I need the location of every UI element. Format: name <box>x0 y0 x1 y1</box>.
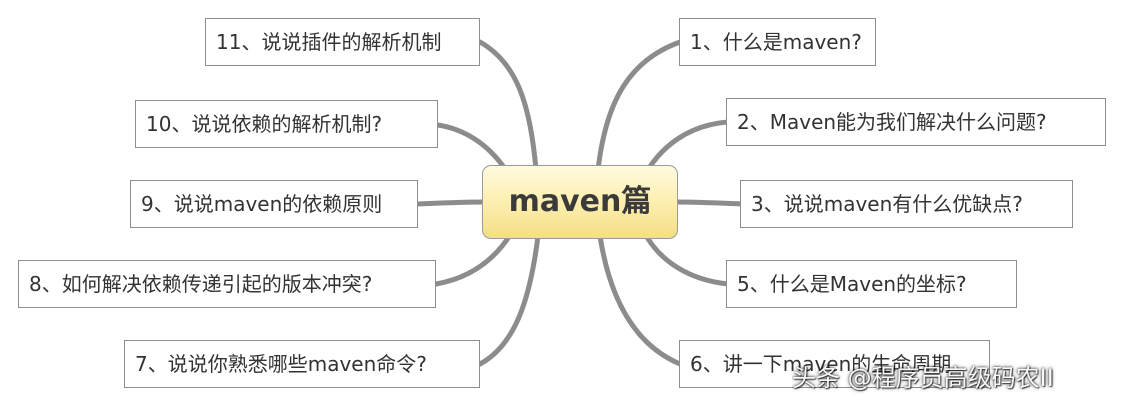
node-5-coordinates: 5、什么是Maven的坐标? <box>726 260 1017 308</box>
node-3-pros-cons: 3、说说maven有什么优缺点? <box>740 180 1073 228</box>
branch-node-5 <box>641 229 731 287</box>
branch-node-8 <box>433 229 515 287</box>
branch-node-7 <box>477 233 541 367</box>
node-1-what-is-maven: 1、什么是maven? <box>679 18 876 66</box>
node-11-plugin-resolution: 11、说说插件的解析机制 <box>205 18 480 66</box>
watermark-text: 头条 @程序员高级码农II <box>792 364 1054 392</box>
branch-node-6 <box>597 233 683 367</box>
branch-node-1 <box>595 39 683 173</box>
branch-node-11 <box>477 39 539 173</box>
node-10-dependency-resolution: 10、说说依赖的解析机制? <box>135 100 438 148</box>
branch-node-9 <box>415 199 487 207</box>
node-6-lifecycle: 6、讲一下maven的生命周期 <box>679 340 990 388</box>
central-topic: maven篇 <box>482 165 678 239</box>
branch-node-3 <box>673 199 745 207</box>
node-9-dependency-principles: 9、说说maven的依赖原则 <box>130 180 418 228</box>
node-7-maven-commands: 7、说说你熟悉哪些maven命令? <box>124 340 480 388</box>
node-2-problems-solved: 2、Maven能为我们解决什么问题? <box>726 98 1106 146</box>
node-8-version-conflict: 8、如何解决依赖传递引起的版本冲突? <box>18 260 436 308</box>
